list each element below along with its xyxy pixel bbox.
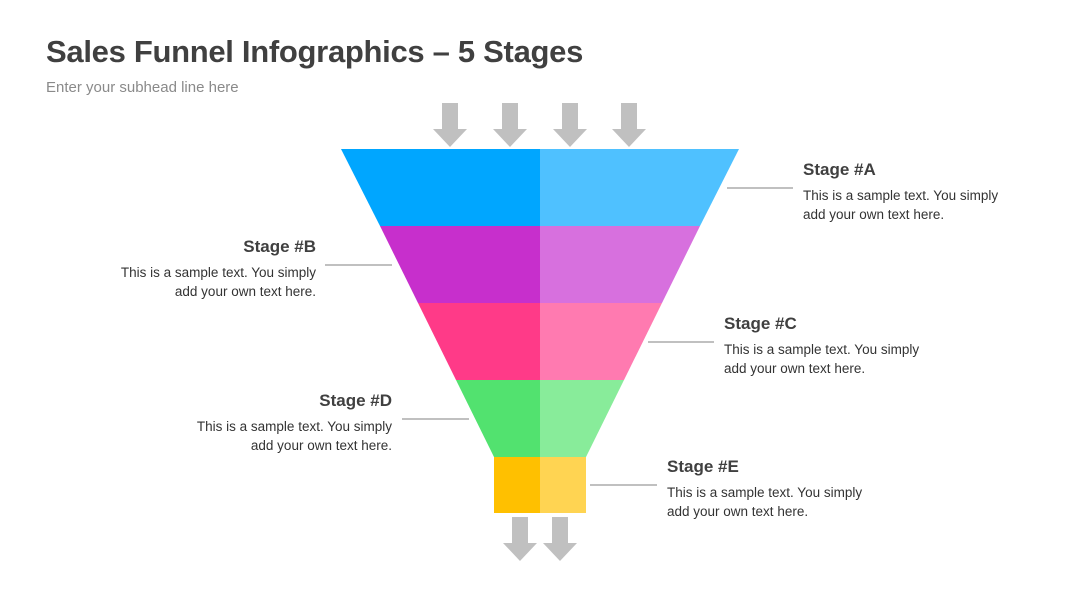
stage-heading: Stage #D — [319, 391, 392, 410]
stage-label-b: Stage #B This is a sample text. You simp… — [76, 237, 316, 301]
funnel-segment-d — [456, 380, 624, 457]
arrow-down-icon — [543, 517, 577, 561]
stage-heading: Stage #C — [724, 314, 797, 333]
description-line: add your own text here. — [174, 284, 316, 299]
output-arrows — [503, 517, 577, 561]
stage-label-e: Stage #E This is a sample text. You simp… — [667, 457, 907, 521]
description-line: add your own text here. — [803, 207, 945, 222]
description-line: add your own text here. — [667, 504, 809, 519]
description-line: add your own text here. — [724, 361, 866, 376]
connector-lines — [325, 187, 793, 486]
stage-description: This is a sample text. You simply add yo… — [152, 417, 392, 455]
stage-label-a: Stage #A This is a sample text. You simp… — [803, 160, 1043, 224]
arrow-down-icon — [493, 103, 527, 147]
arrow-down-icon — [553, 103, 587, 147]
page-subtitle: Enter your subhead line here — [46, 79, 239, 96]
description-line: This is a sample text. You simply — [196, 419, 392, 434]
stage-description: This is a sample text. You simply add yo… — [76, 263, 316, 301]
arrow-down-icon — [503, 517, 537, 561]
arrow-down-icon — [433, 103, 467, 147]
stage-label-c: Stage #C This is a sample text. You simp… — [724, 314, 964, 378]
description-line: This is a sample text. You simply — [724, 342, 920, 357]
stage-heading: Stage #B — [243, 237, 316, 256]
stage-heading: Stage #A — [803, 160, 876, 179]
description-line: This is a sample text. You simply — [667, 485, 863, 500]
stage-description: This is a sample text. You simply add yo… — [803, 186, 1043, 224]
funnel-segment-c — [418, 303, 662, 380]
description-line: add your own text here. — [250, 438, 392, 453]
page-title: Sales Funnel Infographics – 5 Stages — [46, 34, 584, 69]
description-line: This is a sample text. You simply — [803, 188, 999, 203]
stage-label-d: Stage #D This is a sample text. You simp… — [152, 391, 392, 455]
funnel-segment-a — [341, 149, 739, 226]
stage-description: This is a sample text. You simply add yo… — [667, 483, 907, 521]
description-line: This is a sample text. You simply — [120, 265, 316, 280]
arrow-down-icon — [612, 103, 646, 147]
stage-heading: Stage #E — [667, 457, 739, 476]
funnel-segment-b — [380, 226, 700, 303]
input-arrows — [433, 103, 646, 147]
funnel-segment-e — [494, 457, 586, 513]
stage-description: This is a sample text. You simply add yo… — [724, 340, 964, 378]
